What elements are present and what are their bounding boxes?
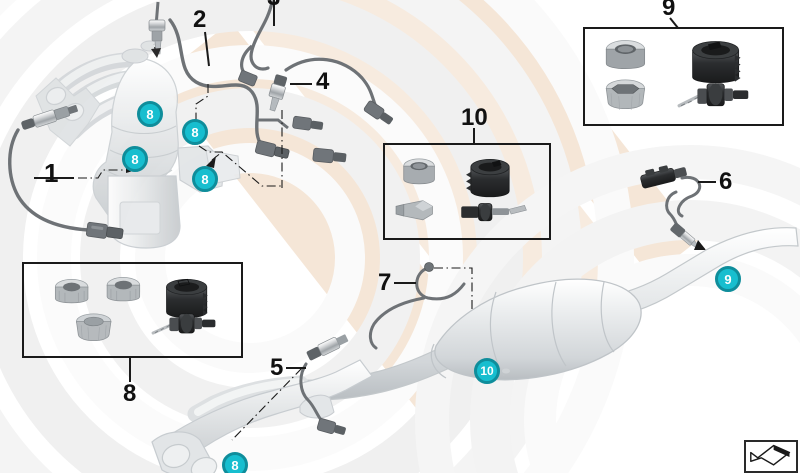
arbor-pilot-drill bbox=[151, 313, 216, 335]
weld-in-bung-2 bbox=[106, 277, 141, 302]
marker-8-c[interactable]: 8 bbox=[122, 146, 148, 172]
sensor-2-connector bbox=[254, 140, 290, 159]
kit-box-8[interactable] bbox=[22, 262, 243, 358]
marker-10-a[interactable]: 10 bbox=[474, 358, 500, 384]
weld-in-bung bbox=[54, 278, 89, 304]
oxygen-sensor-4 bbox=[206, 0, 393, 188]
callout-4: 4 bbox=[316, 68, 330, 95]
callout-5: 5 bbox=[270, 354, 284, 381]
weld-in-bung bbox=[605, 40, 646, 69]
hole-saw bbox=[692, 41, 741, 84]
callout-1: 1 bbox=[44, 158, 59, 188]
callout-6: 6 bbox=[719, 168, 733, 195]
kit-box-10[interactable] bbox=[383, 143, 551, 240]
leader-dashdot-1 bbox=[78, 169, 130, 179]
callout-10: 10 bbox=[461, 104, 488, 131]
marker-8-b[interactable]: 8 bbox=[182, 119, 208, 145]
arbor-pilot-drill bbox=[677, 83, 749, 108]
oxygen-sensor-6 bbox=[640, 165, 713, 259]
callout-9: 9 bbox=[662, 0, 676, 21]
callout-3: 3 bbox=[267, 0, 280, 10]
oxygen-sensor-1 bbox=[8, 105, 136, 240]
leader-dashdot-2 bbox=[195, 84, 222, 153]
callout-8: 8 bbox=[123, 380, 137, 407]
front-downpipe-assembly bbox=[151, 334, 373, 473]
leader-dashdot-5 bbox=[231, 367, 303, 441]
kit-box-9[interactable] bbox=[583, 27, 784, 126]
hole-saw bbox=[166, 278, 208, 319]
marker-8-e[interactable]: 8 bbox=[222, 452, 248, 473]
callout-7: 7 bbox=[378, 269, 392, 296]
sensor-6-clip bbox=[640, 165, 687, 189]
view-direction-icon[interactable] bbox=[744, 440, 798, 473]
marker-8-d[interactable]: 8 bbox=[192, 166, 218, 192]
catalytic-converter-assembly bbox=[187, 227, 799, 423]
threaded-plug bbox=[605, 79, 646, 110]
threaded-plug bbox=[395, 200, 433, 221]
hole-saw bbox=[466, 158, 510, 198]
sensor-4-body bbox=[268, 74, 288, 112]
arrow-plate-icon bbox=[750, 444, 791, 466]
arbor-pilot-drill bbox=[461, 203, 527, 222]
oxygen-sensor-5 bbox=[231, 334, 349, 441]
oxygen-sensor-2 bbox=[168, 18, 290, 159]
weld-in-bung bbox=[403, 158, 435, 185]
marker-9-a[interactable]: 9 bbox=[715, 266, 741, 292]
exhaust-manifold-assembly bbox=[35, 40, 241, 249]
threaded-plug bbox=[75, 313, 112, 342]
oxygen-sensor-3 bbox=[148, 1, 166, 58]
marker-8-a[interactable]: 8 bbox=[137, 101, 163, 127]
sensor-1-connector bbox=[85, 221, 124, 240]
callout-2: 2 bbox=[193, 6, 207, 33]
